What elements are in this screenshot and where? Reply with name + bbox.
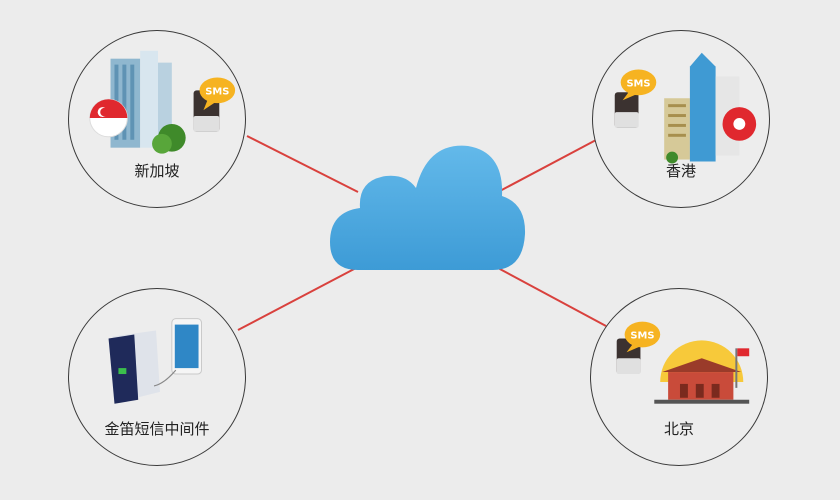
beijing-illustration: SMS — [616, 321, 750, 404]
node-label: 香港 — [665, 162, 696, 180]
singapore-flag-icon — [89, 98, 128, 138]
sms-text: SMS — [205, 86, 229, 97]
node-beijing: SMS 北京 — [590, 288, 768, 466]
building-icon — [664, 98, 690, 160]
node-middleware: 金笛短信中间件 — [68, 288, 246, 466]
node-label: 北京 — [663, 420, 694, 438]
connector-beijing — [497, 267, 607, 327]
middleware-illustration — [108, 318, 202, 404]
hongkong-illustration: SMS — [614, 52, 757, 164]
modem-icon — [108, 330, 160, 404]
connector-middleware — [237, 267, 357, 331]
sms-text: SMS — [626, 78, 650, 89]
node-hongkong: SMS 香港 — [592, 30, 770, 208]
cloud-icon — [330, 145, 526, 270]
sms-bubble-icon: SMS — [624, 321, 661, 353]
tree-icon — [666, 151, 679, 164]
sms-bubble-icon: SMS — [620, 69, 657, 101]
smartphone-icon — [153, 318, 202, 387]
connector-hongkong — [497, 139, 597, 193]
singapore-illustration: SMS — [89, 50, 236, 154]
sms-text: SMS — [630, 330, 654, 341]
node-label: 金笛短信中间件 — [104, 420, 210, 438]
tiananmen-icon — [654, 358, 750, 404]
node-label: 新加坡 — [134, 162, 180, 180]
flag-icon — [737, 348, 750, 357]
hong-kong-flag-icon — [722, 107, 757, 141]
connector-singapore — [246, 135, 359, 193]
node-singapore: SMS 新加坡 — [68, 30, 246, 208]
sms-bubble-icon: SMS — [199, 77, 236, 111]
